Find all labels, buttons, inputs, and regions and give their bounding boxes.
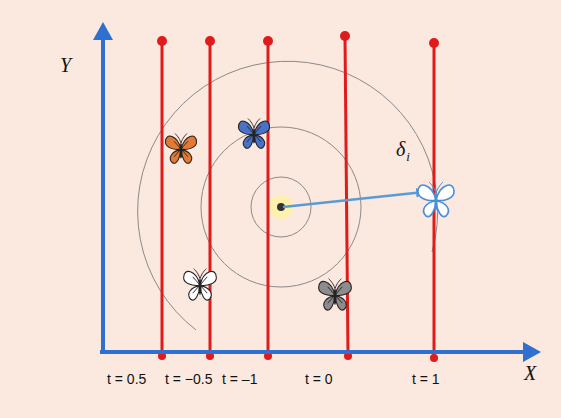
time-label: t = −0.5 bbox=[165, 372, 212, 387]
butterfly bbox=[319, 279, 352, 310]
subscript-label: i bbox=[406, 150, 410, 164]
axis-label: Y bbox=[60, 54, 71, 76]
concentric-circles bbox=[138, 61, 438, 330]
time-label: t = –1 bbox=[222, 372, 257, 387]
time-label: t = 0.5 bbox=[107, 372, 146, 387]
butterfly bbox=[184, 269, 217, 300]
time-label: t = 0 bbox=[305, 372, 333, 387]
axis-label: X bbox=[524, 362, 536, 384]
time-lines bbox=[162, 36, 434, 356]
displacement-arrow bbox=[283, 192, 424, 207]
time-label: t = 1 bbox=[412, 372, 440, 387]
butterfly bbox=[238, 118, 269, 148]
time-line-dots bbox=[157, 31, 439, 362]
butterfly bbox=[418, 182, 454, 217]
butterfly bbox=[165, 133, 196, 163]
axes bbox=[93, 22, 541, 362]
symbol-label: δ bbox=[396, 138, 405, 160]
